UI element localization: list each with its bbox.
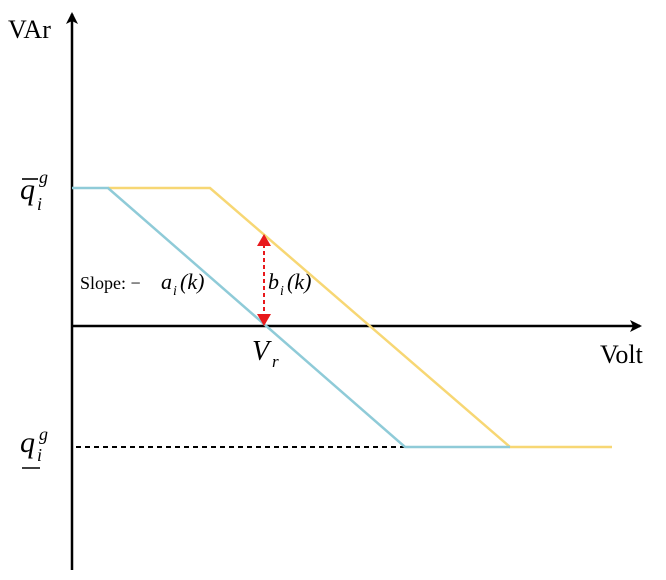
shift-arrow-head-bottom [257,314,271,326]
q-lower-base: q [20,426,35,459]
slope-arg: (k) [180,269,204,294]
blue-droop-curve [72,186,510,449]
shift-label: b i (k) [268,269,311,299]
q-upper-label: q g i [20,167,48,214]
v-ref-sub: r [272,352,279,371]
q-lower-sup: g [39,424,48,444]
slope-base: a [161,269,172,294]
shift-arg: (k) [287,269,311,294]
q-upper-sup: g [39,167,48,187]
shift-sub: i [280,284,284,299]
q-lower-label: q g i [20,424,48,469]
shift-arrow-head-top [257,234,271,246]
y-axis-label: VAr [8,15,51,44]
slope-prefix: Slope: − [80,273,141,293]
q-upper-base: q [20,173,35,206]
v-ref-base: V [252,336,272,367]
yellow-droop-curve [108,186,612,449]
v-ref-label: V r [252,336,279,371]
x-axis-label: Volt [600,340,644,369]
slope-sub: i [173,284,177,299]
q-upper-sub: i [37,194,42,214]
shift-base: b [268,269,279,294]
q-lower-sub: i [37,445,42,465]
slope-label: Slope: − a i (k) [80,269,204,299]
